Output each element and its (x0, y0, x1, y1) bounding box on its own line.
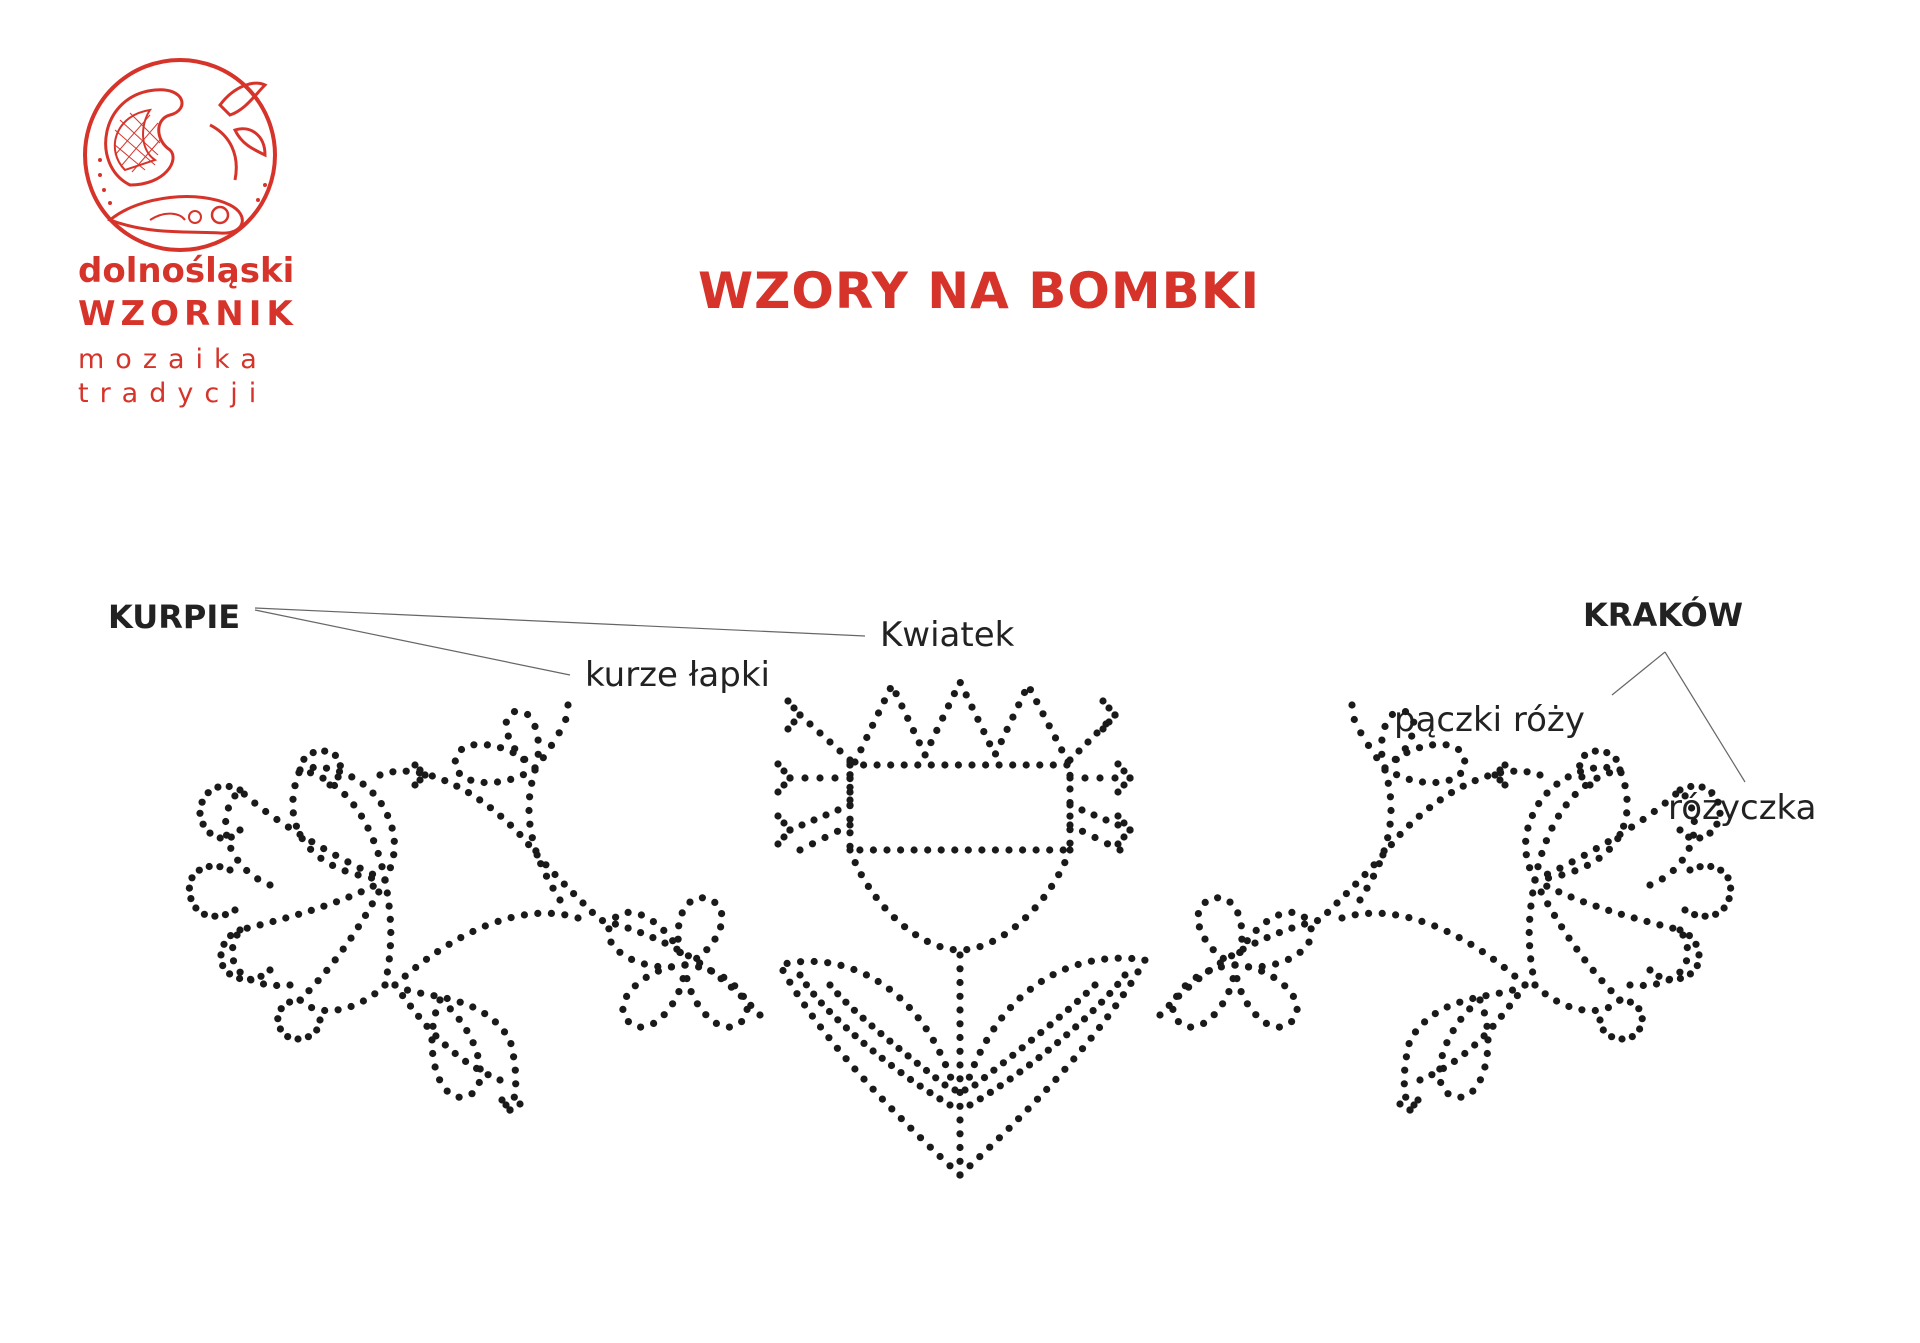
region-label-kurpie: KURPIE (108, 598, 241, 636)
leader-line-paczki-rozy (1611, 651, 1666, 696)
brand-line-3: mozaika (78, 344, 268, 375)
brand-line-1: dolnośląski (78, 251, 295, 291)
page-title: WZORY NA BOMBKI (698, 262, 1261, 320)
leader-line-rozyczka (1664, 651, 1746, 783)
label-paczki-rozy: pączki róży (1394, 700, 1585, 740)
brand-line-4: tradycji (78, 378, 268, 409)
brand-line-2: WZORNIK (78, 294, 298, 334)
region-label-krakow: KRAKÓW (1583, 596, 1744, 634)
folk-ornament-circle-logo-icon (83, 58, 277, 252)
ornament-dots (185, 679, 1735, 1179)
logo (70, 55, 300, 265)
leader-line-kwiatek (254, 607, 866, 637)
leader-lines (254, 607, 1746, 783)
leader-line-kurze-lapki (254, 609, 571, 676)
label-kurze-lapki: kurze łapki (585, 655, 770, 695)
label-kwiatek: Kwiatek (880, 615, 1015, 655)
